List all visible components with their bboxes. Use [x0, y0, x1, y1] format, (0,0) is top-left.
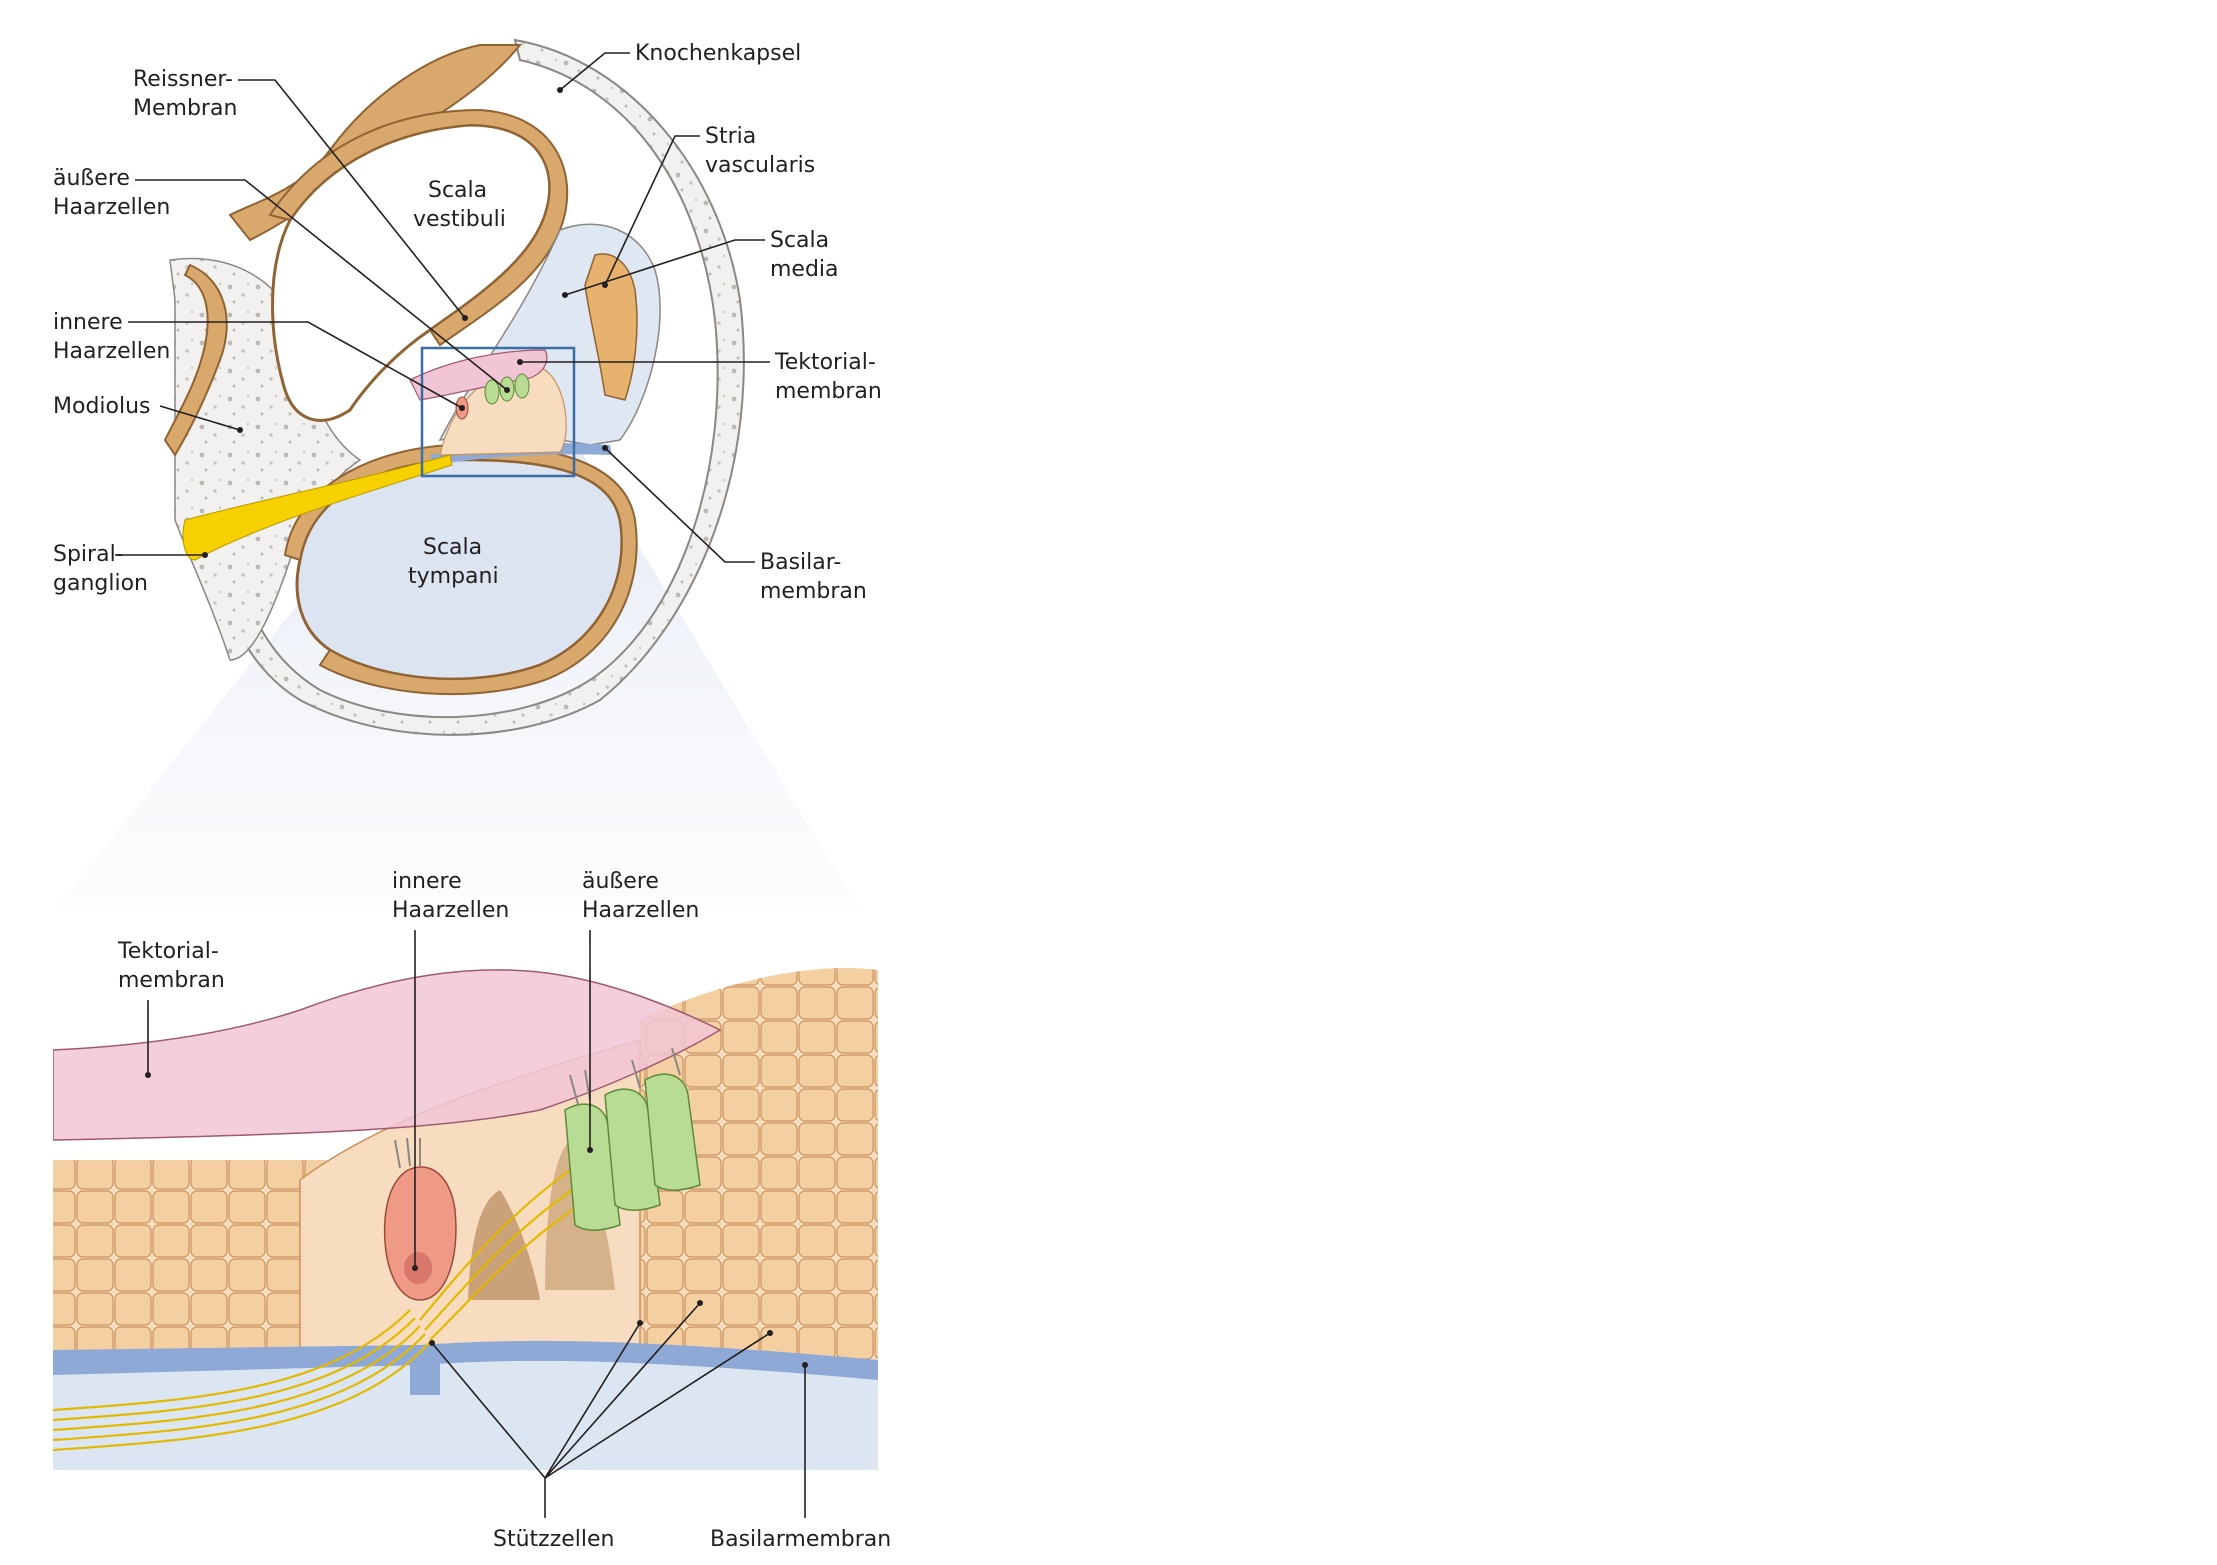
- detail-basilarmembran-label: Basilarmembran: [710, 1527, 891, 1552]
- detail-tectorial-membrane: [53, 969, 722, 1141]
- scala-tympani-label-1: Scala: [423, 535, 482, 560]
- detail-tektorial-label-1: Tektorial-: [117, 939, 219, 964]
- detail-stereocilia: [394, 1047, 681, 1169]
- detail-aeussere-label-1: äußere: [582, 869, 659, 894]
- reissner-label-1: Reissner-: [133, 67, 233, 92]
- upper-left-wall: [163, 263, 228, 457]
- detail-tektorial-label-2: membran: [118, 968, 225, 993]
- modiolus-label: Modiolus: [53, 394, 151, 419]
- scala-media-label-1: Scala: [770, 228, 829, 253]
- outer-hair-cell-top-3: [514, 373, 530, 399]
- detail-inner-hair-cell: [383, 1166, 457, 1301]
- reissner-label-2: Membran: [133, 96, 237, 121]
- spiral-ganglion: [182, 454, 453, 561]
- innere-label-1: innere: [53, 310, 123, 335]
- scala-vestibuli-label-2: vestibuli: [413, 207, 506, 232]
- aeussere-label-1: äußere: [53, 166, 130, 191]
- stria-vascularis: [584, 253, 638, 401]
- detail-basilar-pad: [410, 1345, 440, 1395]
- tektorial-label-2: membran: [775, 379, 882, 404]
- scala-media-label-2: media: [770, 257, 839, 282]
- stria-label-1: Stria: [705, 124, 756, 149]
- focus-box: [420, 346, 576, 478]
- detail-basilar-membrane: [53, 1340, 878, 1380]
- basilar-label-1: Basilar-: [760, 550, 841, 575]
- stria-label-2: vascularis: [705, 153, 815, 178]
- scala-vestibuli-label-1: Scala: [428, 178, 487, 203]
- spiral-label-1: Spiral-: [53, 542, 124, 567]
- detail-innere-label-1: innere: [392, 869, 462, 894]
- basilar-label-2: membran: [760, 579, 867, 604]
- detail-right-cells: [640, 968, 878, 1360]
- detail-aeussere-label-2: Haarzellen: [582, 898, 699, 923]
- detail-innere-label-2: Haarzellen: [392, 898, 509, 923]
- innere-label-2: Haarzellen: [53, 339, 170, 364]
- scala-tympani-label-2: tympani: [408, 564, 499, 589]
- outer-hair-cell-top-1: [484, 379, 500, 405]
- spiral-label-2: ganglion: [53, 571, 148, 596]
- scala-vestibuli-wall: [268, 108, 569, 347]
- cochlea-cross-section: Scala vestibuli Scala tympani Reissner- …: [53, 38, 882, 910]
- detail-bone: [53, 1360, 878, 1470]
- detail-stuetzzellen-label: Stützzellen: [493, 1527, 615, 1552]
- detail-outer-hair-cell-3: [644, 1073, 701, 1191]
- organ-of-corti-detail: innere Haarzellen äußere Haarzellen Tekt…: [53, 869, 891, 1552]
- aeussere-label-2: Haarzellen: [53, 195, 170, 220]
- knochenkapsel-label: Knochenkapsel: [635, 41, 801, 66]
- tektorial-label-1: Tektorial-: [774, 350, 876, 375]
